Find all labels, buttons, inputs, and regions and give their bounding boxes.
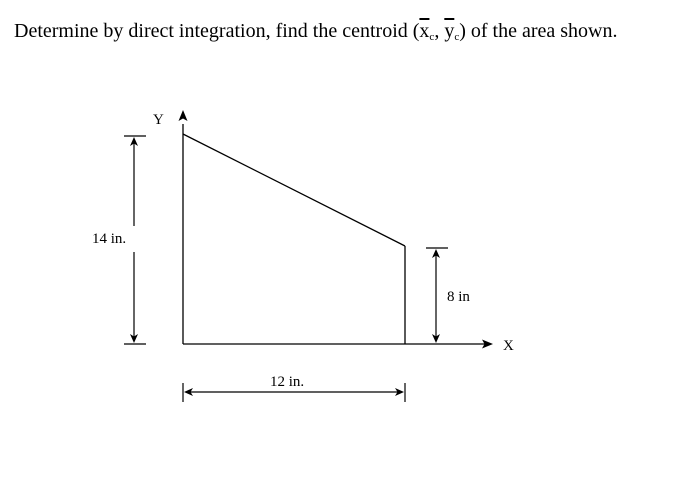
problem-statement: Determine by direct integration, find th… bbox=[14, 20, 617, 43]
problem-text-tail: ) of the area shown. bbox=[459, 20, 618, 42]
dim-bottom-label: 12 in. bbox=[270, 374, 304, 390]
problem-text-lead: Determine by direct integration, find th… bbox=[14, 20, 420, 42]
x-axis-label: X bbox=[503, 338, 514, 354]
dim-bottom-arrow-right bbox=[395, 388, 404, 396]
dim-right-arrow-up bbox=[432, 249, 440, 258]
x-centroid-symbol: x bbox=[419, 20, 430, 42]
y-centroid-subscript: c bbox=[454, 31, 460, 43]
y-axis-label: Y bbox=[153, 112, 164, 128]
dim-right-arrow-down bbox=[432, 334, 440, 343]
y-axis-arrowhead bbox=[178, 110, 188, 121]
y-centroid-symbol: y bbox=[444, 20, 455, 42]
dim-left-arrow-up bbox=[130, 137, 138, 146]
dim-bottom-arrow-left bbox=[184, 388, 193, 396]
sloped-top-edge bbox=[182, 133, 406, 247]
x-centroid-subscript: c bbox=[429, 31, 435, 43]
dim-left-arrow-down bbox=[130, 334, 138, 343]
dim-right-label: 8 in bbox=[447, 289, 470, 305]
dim-left-label: 14 in. bbox=[92, 231, 126, 247]
x-axis-arrowhead bbox=[482, 339, 493, 349]
centroid-separator: , bbox=[434, 20, 445, 42]
